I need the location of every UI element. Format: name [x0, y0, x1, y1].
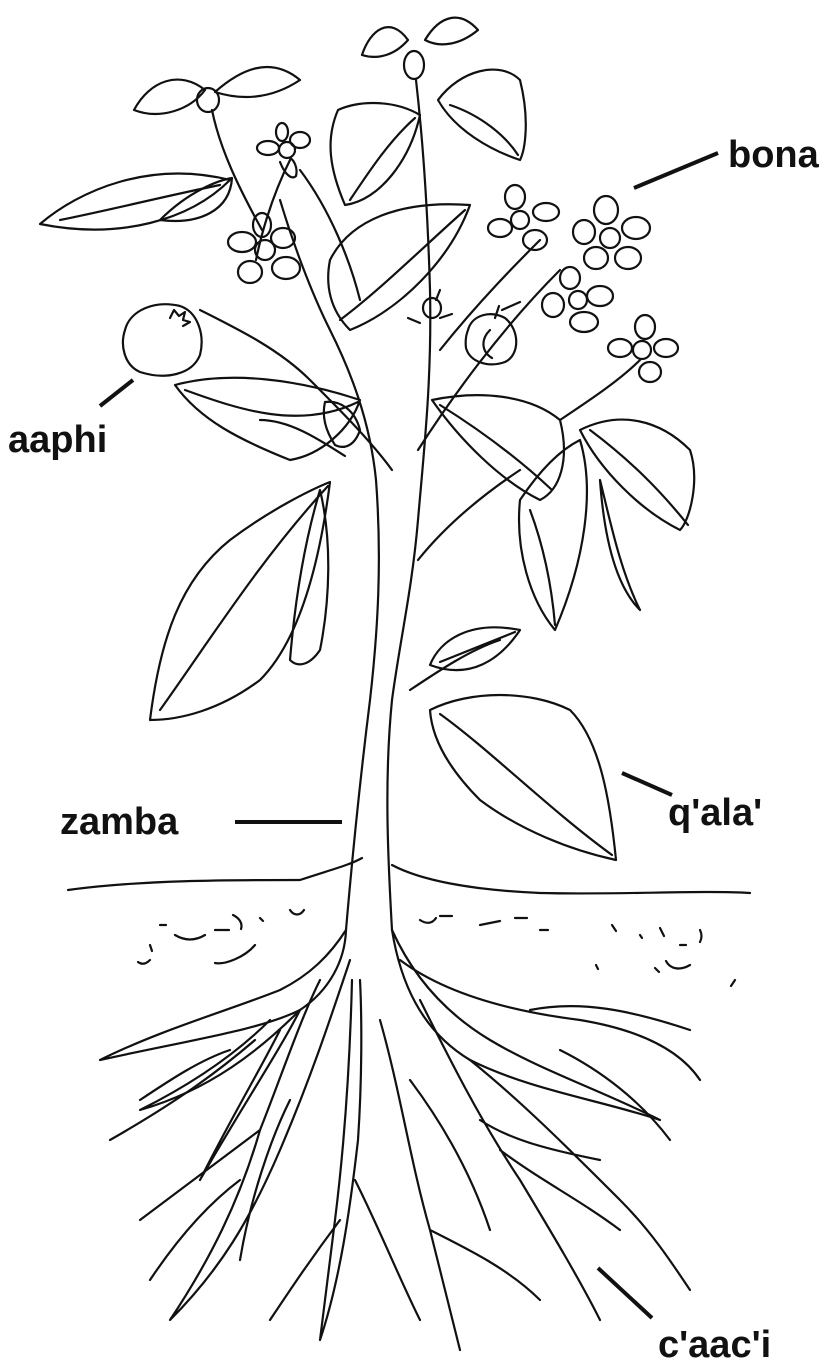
soil-specks [138, 910, 735, 986]
fruit-large [123, 304, 202, 375]
leader-line-fruit [100, 380, 133, 406]
ground-line [68, 858, 750, 893]
leader-line-leaf [622, 773, 672, 795]
label-root: c'aac'i [658, 1324, 771, 1366]
flower [488, 185, 559, 250]
branch-stems [200, 110, 640, 690]
label-flower: bona [728, 134, 820, 176]
label-fruit: aaphi [8, 419, 107, 461]
flower [257, 123, 310, 177]
flower-bud [197, 51, 452, 323]
fruit-calyx [170, 310, 190, 326]
label-stem: zamba [60, 801, 179, 843]
leader-line-root [598, 1268, 652, 1318]
flower [573, 196, 650, 269]
plant-illustration [40, 18, 750, 1350]
leader-line-flower [634, 153, 718, 188]
flower [608, 315, 678, 382]
label-leaf: q'ala' [668, 792, 762, 834]
roots [100, 930, 700, 1350]
